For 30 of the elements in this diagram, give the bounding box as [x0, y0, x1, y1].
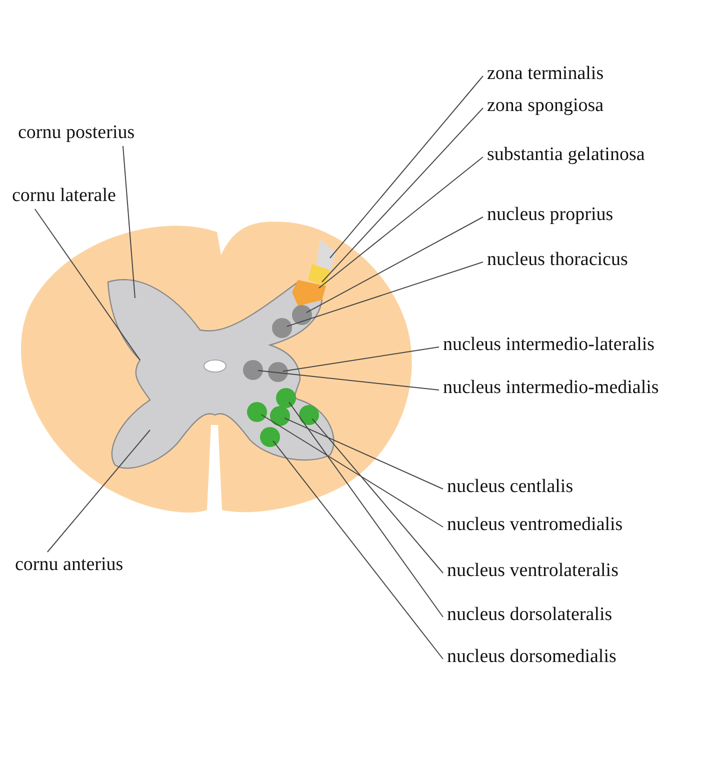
structure-label: nucleus ventromedialis — [447, 514, 623, 536]
structure-label: cornu anterius — [15, 554, 124, 576]
structure-label: nucleus proprius — [487, 204, 614, 226]
structure-label: cornu posterius — [18, 122, 135, 144]
structure-label: nucleus intermedio-lateralis — [443, 334, 655, 356]
leader-line — [46, 430, 150, 552]
structure-label: nucleus ventrolateralis — [447, 560, 618, 582]
leader-line — [286, 262, 484, 327]
structure-label: nucleus dorsolateralis — [447, 604, 612, 626]
structure-label: nucleus centlalis — [447, 476, 574, 498]
leader-line — [122, 146, 136, 298]
leader-line — [306, 216, 484, 314]
structure-label: nucleus thoracicus — [487, 249, 628, 271]
leader-line — [34, 208, 140, 360]
leader-line — [288, 402, 444, 618]
structure-label: zona terminalis — [487, 63, 604, 85]
leader-line — [257, 370, 440, 390]
leader-line — [260, 414, 444, 528]
structure-label: cornu laterale — [12, 185, 116, 207]
leader-line — [312, 418, 444, 574]
structure-label: nucleus intermedio-medialis — [443, 377, 659, 399]
leader-line — [318, 156, 484, 288]
leader-line — [322, 108, 484, 282]
leader-line — [330, 76, 484, 258]
structure-label: substantia gelatinosa — [487, 144, 645, 166]
structure-label: nucleus dorsomedialis — [447, 646, 616, 668]
leader-line — [282, 346, 440, 372]
structure-label: zona spongiosa — [487, 95, 604, 117]
leader-line — [284, 418, 444, 490]
leader-line — [272, 440, 444, 660]
